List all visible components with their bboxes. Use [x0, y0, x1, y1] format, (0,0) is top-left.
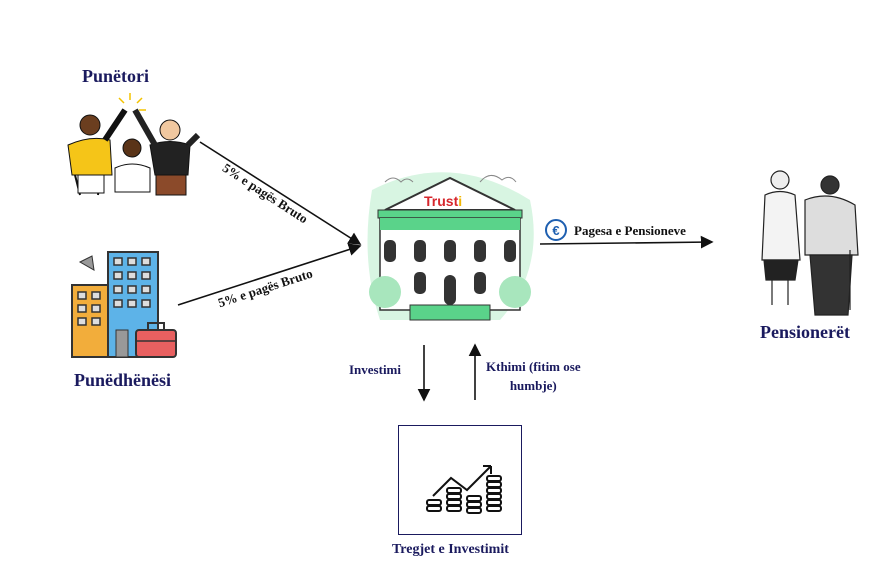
pensioners-illustration [761, 170, 859, 316]
trust-sign: Trusti [424, 193, 462, 209]
employer-label: Punëdhënësi [74, 370, 172, 390]
workers-illustration [67, 93, 201, 196]
pension-payment-label: Pagesa e Pensioneve [574, 223, 686, 238]
svg-text:€: € [552, 223, 559, 238]
trust-label-accent: i [458, 193, 463, 209]
return-label-line1: Kthimi (fitim ose [486, 359, 581, 374]
euro-icon: € [545, 219, 567, 241]
return-label-line2: humbje) [509, 378, 557, 393]
employer-to-trust-arrow [177, 243, 362, 306]
workers-label: Punëtori [82, 66, 149, 86]
markets-label: Tregjet e Investimit [392, 542, 509, 557]
investment-label: Investimi [349, 362, 401, 377]
growth-chart-icon [426, 465, 502, 514]
employer-illustration [71, 251, 177, 358]
pensioners-label: Pensionerët [760, 322, 850, 342]
trust-to-pensioners-arrow [539, 235, 714, 249]
workers-to-trust-arrow [199, 141, 362, 245]
trust-label-main: Trust [424, 193, 459, 209]
return-label: Kthimi (fitim ose humbje) [486, 357, 581, 395]
trust-building [367, 172, 534, 321]
markets-box [398, 425, 522, 535]
